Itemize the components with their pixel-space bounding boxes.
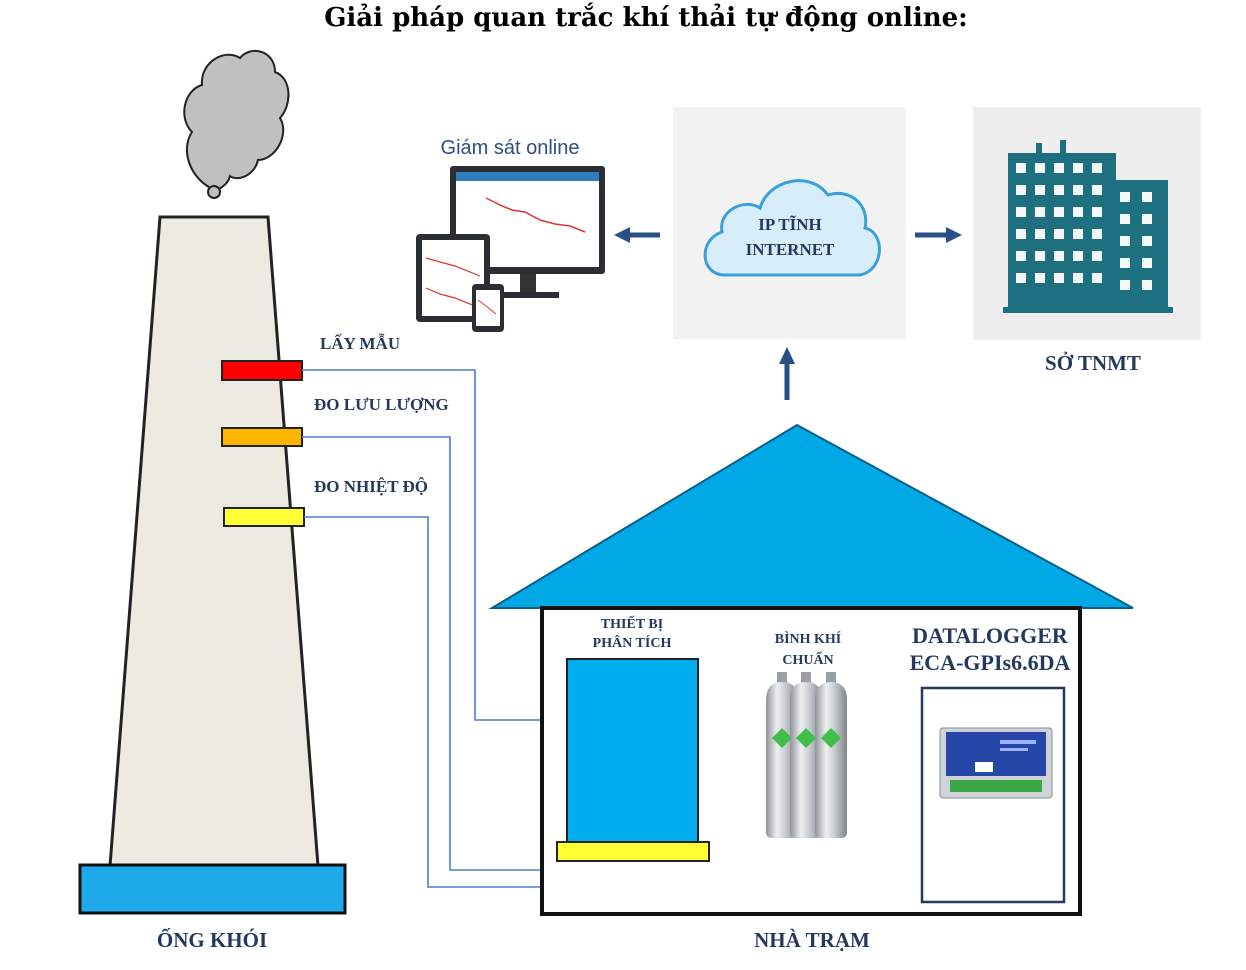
building-window [1142,192,1152,202]
building-window [1092,251,1102,261]
building-window [1035,163,1045,173]
agency-label: SỞ TNMT [1045,351,1141,375]
cloud-label-1: IP TĨNH [758,215,821,234]
building-window [1073,185,1083,195]
building-window [1054,185,1064,195]
building-window [1142,236,1152,246]
building-window [1073,207,1083,217]
sensor-label-flow: ĐO LƯU LƯỢNG [314,395,449,414]
cloud-icon [703,179,881,277]
sensor-label-temperature: ĐO NHIỆT ĐỘ [314,477,428,496]
building-window [1035,229,1045,239]
cloud-label-2: INTERNET [746,240,835,259]
chimney-label: ỐNG KHÓI [157,928,267,952]
building-window [1073,229,1083,239]
building-window [1035,185,1045,195]
building-window [1054,229,1064,239]
building-window [1092,207,1102,217]
building-window [1120,280,1130,290]
building-window [1054,251,1064,261]
arrow-to-agency [915,227,962,243]
building-window [1092,229,1102,239]
temperature-sensor [223,507,305,527]
gas-label-2: CHUẨN [782,650,833,668]
analyzer-stand [556,841,710,862]
analyzer-label-1: THIẾT BỊ [601,615,663,632]
chimney [78,215,347,915]
gas-cylinders-icon [766,672,847,838]
building-windows [1016,163,1152,290]
monitor-devices-icon [416,166,605,332]
building-window [1016,251,1026,261]
building-window [1092,163,1102,173]
building-window [1142,258,1152,268]
sensor-label-sampling: LẤY MẪU [320,334,400,353]
building-window [1120,192,1130,202]
building-window [1142,214,1152,224]
building-window [1054,163,1064,173]
building-window [1073,163,1083,173]
sampling-sensor [221,360,303,381]
station-roof [488,423,1134,609]
page-title: Giải pháp quan trắc khí thải tự động onl… [324,2,968,33]
building-window [1120,236,1130,246]
building-window [1092,185,1102,195]
building-window [1035,251,1045,261]
building-window [1035,207,1045,217]
building-window [1142,280,1152,290]
smoke-icon [183,49,290,199]
datalogger-label-1: DATALOGGER [912,623,1069,648]
station-label: NHÀ TRẠM [754,928,870,952]
building-window [1016,229,1026,239]
chimney-base [78,863,347,915]
datalogger-label-2: ECA-GPIs6.6DA [910,650,1071,675]
building-window [1016,207,1026,217]
building-window [1120,214,1130,224]
analyzer-cabinet [566,658,699,844]
building-window [1054,273,1064,283]
datalogger-device-icon [939,727,1053,799]
building-window [1016,185,1026,195]
wire-sampling [302,369,566,727]
building-window [1073,273,1083,283]
building-window [1016,273,1026,283]
building-window [1016,163,1026,173]
flow-sensor [221,427,303,447]
monitoring-label: Giám sát online [441,137,580,159]
arrow-to-cloud [779,347,795,400]
building-window [1073,251,1083,261]
chimney-body [108,215,320,868]
building-window [1054,207,1064,217]
building-window [1120,258,1130,268]
analyzer-label-2: PHÂN TÍCH [593,634,672,651]
building-window [1035,273,1045,283]
arrow-to-monitoring [614,227,660,243]
building-window [1092,273,1102,283]
gas-label-1: BÌNH KHÍ [775,630,842,647]
